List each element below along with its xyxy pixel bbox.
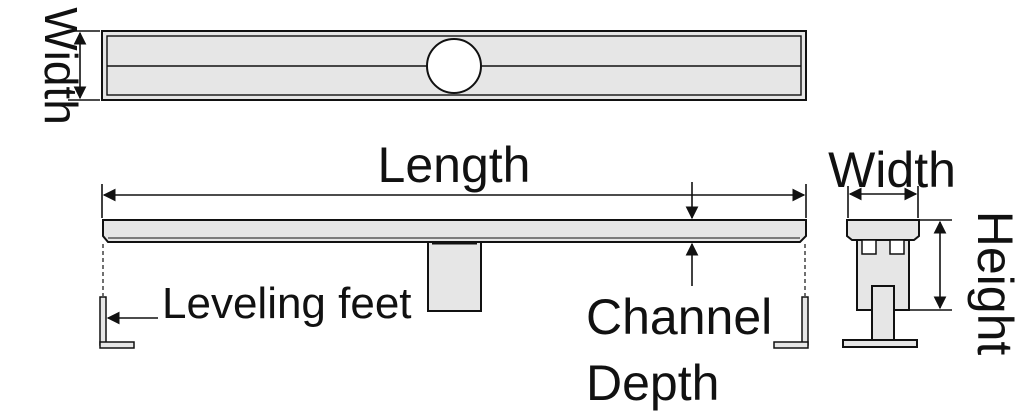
end-view: Width Height (828, 142, 1023, 355)
end-width-label: Width (828, 142, 956, 198)
end-view-notch-right (889, 239, 905, 255)
leveling-feet-label: Leveling feet (162, 279, 412, 328)
channel-depth-label-line2: Depth (586, 355, 719, 411)
left-foot-base (99, 341, 135, 349)
side-view: Length Leveling feet Channel Depth (99, 137, 809, 411)
right-leveling-foot (801, 296, 809, 346)
top-view: Width (35, 7, 807, 125)
channel-depth-label-line1: Channel (586, 289, 772, 345)
left-leveling-foot (99, 296, 107, 346)
height-label: Height (967, 211, 1023, 356)
end-view-foot-base (842, 339, 918, 348)
end-view-grate (846, 219, 920, 241)
top-width-label: Width (35, 7, 87, 125)
end-view-notch-left (861, 239, 877, 255)
channel-body (102, 219, 807, 243)
right-foot-base (773, 341, 809, 349)
drain-outlet-circle (426, 38, 482, 94)
outlet-pipe (427, 241, 482, 312)
end-view-outlet-stem (871, 285, 895, 343)
length-label: Length (378, 137, 531, 193)
